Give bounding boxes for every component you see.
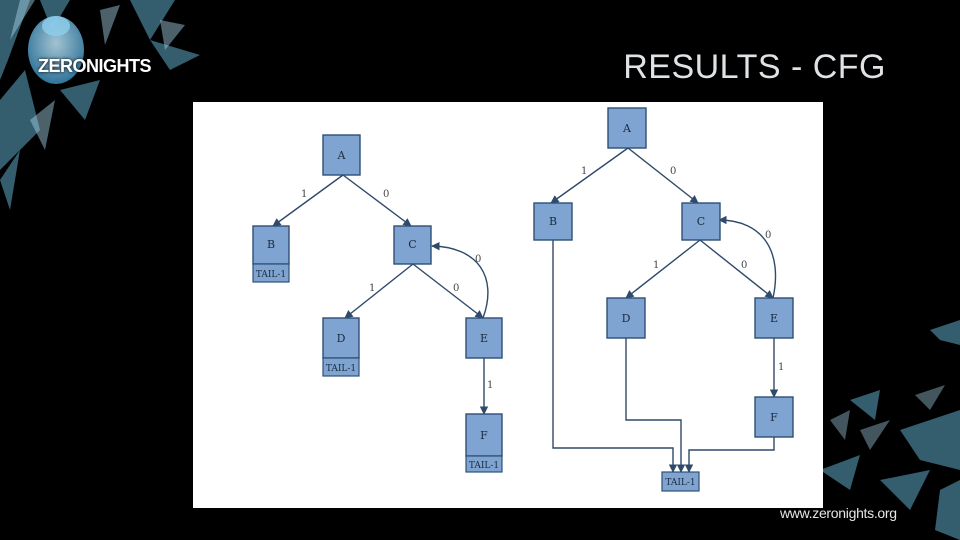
zeronights-logo [14, 8, 134, 103]
logo-text: ZERONIGHTS [38, 56, 152, 76]
left-edge-e-c [431, 241, 489, 319]
left-node-b-label: B [267, 238, 275, 251]
left-node-f-label: F [480, 429, 488, 442]
right-node-c: C [681, 202, 721, 241]
left-edge-label-a-c: 0 [383, 189, 389, 200]
left-edge-label-e-f: 1 [487, 380, 493, 391]
logo-globe-icon [28, 16, 84, 84]
right-node-d: D [606, 297, 646, 339]
footer-url: www.zeronights.org [780, 505, 897, 521]
right-node-f: F [754, 396, 794, 438]
right-graph: 1 0 1 0 0 1 A B C [533, 107, 794, 492]
left-edge-a-b [272, 174, 344, 227]
slide-title: RESULTS - CFG [623, 48, 886, 86]
right-node-c-label: C [697, 215, 705, 228]
left-edge-a-c [342, 174, 412, 227]
right-edge-a-b [550, 147, 629, 204]
right-node-tail-label: TAIL-1 [665, 478, 695, 488]
right-node-b-label: B [549, 215, 557, 228]
left-node-c: C [393, 225, 432, 265]
cfg-diagram-panel: 1 0 1 0 0 1 A B TAIL-1 [193, 102, 823, 508]
cfg-diagram: 1 0 1 0 0 1 A B TAIL-1 [252, 107, 794, 492]
left-node-e-label: E [480, 332, 488, 345]
right-edge-label-a-c: 0 [670, 166, 676, 177]
right-node-f-label: F [770, 411, 778, 424]
right-edge-label-e-f: 1 [778, 362, 784, 373]
left-edge-label-e-c: 0 [475, 254, 481, 265]
right-edge-e-c [718, 215, 777, 299]
right-edge-a-c [627, 147, 699, 204]
right-edge-d-tail [625, 338, 686, 473]
left-edge-label-c-e: 0 [453, 283, 459, 294]
left-node-a-label: A [337, 149, 347, 162]
right-node-d-label: D [622, 312, 631, 325]
left-edge-c-e [412, 263, 484, 319]
right-edge-label-a-b: 1 [581, 166, 587, 177]
left-node-b: B TAIL-1 [252, 225, 290, 283]
left-node-f: F TAIL-1 [465, 413, 503, 473]
right-edge-f-tail [684, 437, 775, 473]
right-node-e: E [754, 297, 794, 339]
left-tail-f-label: TAIL-1 [469, 461, 499, 471]
left-node-d: D TAIL-1 [322, 317, 360, 377]
left-tail-b-label: TAIL-1 [256, 270, 286, 280]
left-edge-c-d [344, 263, 414, 319]
left-tail-d-label: TAIL-1 [326, 364, 356, 374]
left-node-d-label: D [337, 332, 346, 345]
right-edge-c-e [699, 239, 774, 299]
left-node-a: A [322, 134, 361, 176]
right-node-tail: TAIL-1 [661, 471, 700, 492]
right-node-b: B [533, 202, 573, 241]
left-node-e: E [465, 317, 503, 359]
left-node-c-label: C [408, 238, 416, 251]
right-node-a-label: A [622, 122, 632, 135]
left-edge-label-a-b: 1 [301, 189, 307, 200]
right-edge-c-d [625, 239, 701, 299]
left-graph: 1 0 1 0 0 1 A B TAIL-1 [252, 134, 503, 473]
left-edge-label-c-d: 1 [369, 283, 375, 294]
right-edge-label-e-c: 0 [765, 230, 771, 241]
right-edge-label-c-d: 1 [653, 260, 659, 271]
right-node-a: A [607, 107, 647, 149]
right-edge-label-c-e: 0 [741, 260, 747, 271]
right-node-e-label: E [770, 312, 778, 325]
right-edge-b-tail [552, 240, 678, 473]
